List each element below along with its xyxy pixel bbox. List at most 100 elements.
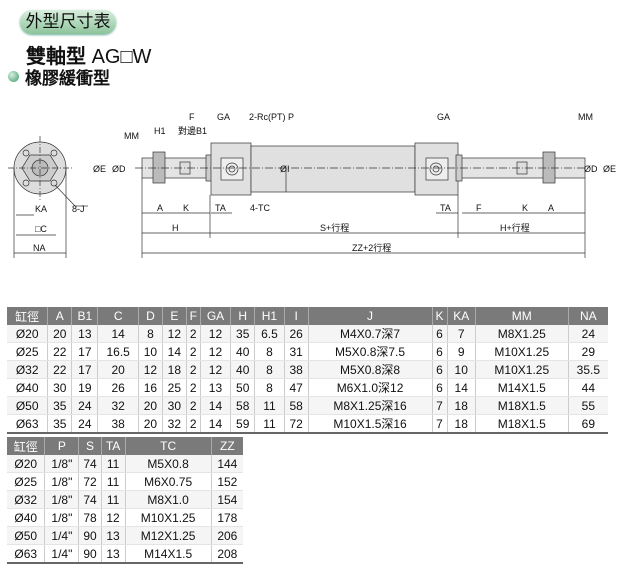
table-cell: 59: [230, 414, 255, 434]
table-cell: 20: [137, 414, 163, 434]
table-cell: Ø63: [7, 544, 45, 564]
label-e: ØE: [93, 164, 106, 174]
table-cell: 26: [97, 378, 139, 397]
table-cell: 19: [71, 378, 98, 397]
table-cell: 90: [78, 526, 102, 545]
table-cell: Ø50: [7, 526, 45, 545]
table-cell: M4X0.7深7: [307, 325, 433, 343]
table-cell: 74: [78, 490, 102, 509]
label-a-right: A: [548, 203, 554, 213]
table-cell: 7: [431, 414, 448, 434]
column-header: 缸徑: [7, 437, 45, 455]
section-badge: 外型尺寸表: [20, 10, 116, 34]
column-header: P: [44, 437, 79, 455]
column-header: E: [161, 307, 187, 325]
table-cell: 35.5: [567, 360, 608, 379]
dimension-labels: MM H1 對邊B1 F GA 2-Rc(PT) P GA MM ØI ØD Ø…: [33, 112, 616, 253]
column-header: TA: [100, 437, 126, 455]
table-cell: 72: [283, 414, 309, 434]
table-cell: 50: [230, 378, 255, 397]
table-cell: M10X1.25: [474, 360, 569, 379]
table-cell: 22: [47, 360, 72, 379]
table-cell: Ø40: [7, 508, 45, 527]
table-cell: 12: [100, 508, 126, 527]
column-header: ZZ: [210, 437, 243, 455]
table-cell: 35: [47, 414, 72, 434]
bullet-icon: [8, 71, 19, 82]
table-cell: 2: [185, 378, 201, 397]
label-i: ØI: [280, 164, 290, 174]
table-cell: 29: [567, 342, 608, 361]
table-cell: 35: [47, 396, 72, 415]
table-cell: 6: [431, 342, 448, 361]
cylinder-drawing: MM H1 對邊B1 F GA 2-Rc(PT) P GA MM ØI ØD Ø…: [8, 112, 616, 258]
table-cell: 20: [137, 396, 163, 415]
label-tc: 4-TC: [250, 203, 271, 213]
table-cell: 12: [161, 325, 187, 343]
table-cell: 206: [210, 526, 243, 545]
table-cell: 31: [283, 342, 309, 361]
table-cell: Ø32: [7, 360, 48, 379]
label-ta-right: TA: [440, 203, 451, 213]
table-cell: 2: [185, 342, 201, 361]
table-cell: Ø20: [7, 455, 45, 473]
table-cell: 18: [446, 414, 476, 434]
table-cell: Ø25: [7, 342, 48, 361]
table-cell: 24: [71, 414, 98, 434]
table-cell: 47: [283, 378, 309, 397]
table-cell: 8: [254, 378, 285, 397]
table-cell: Ø20: [7, 325, 48, 343]
table-cell: 35: [230, 325, 255, 343]
column-header: TC: [124, 437, 212, 455]
label-s: S+行程: [320, 222, 349, 233]
label-na: NA: [33, 243, 46, 253]
table-cell: M18X1.5: [474, 414, 569, 434]
label-h-stroke: H+行程: [500, 222, 530, 233]
label-a: A: [157, 203, 163, 213]
table-cell: 11: [100, 490, 126, 509]
label-j: 8-J: [72, 204, 85, 214]
table-cell: 55: [567, 396, 608, 415]
table-cell: 11: [254, 414, 285, 434]
table-cell: 12: [199, 360, 231, 379]
table-cell: 26: [283, 325, 309, 343]
column-header: GA: [199, 307, 231, 325]
table-cell: 8: [254, 360, 285, 379]
label-b1: 對邊B1: [178, 125, 207, 136]
table-cell: 17: [71, 360, 98, 379]
table-cell: Ø32: [7, 490, 45, 509]
title-cn: 雙軸型: [26, 46, 86, 68]
column-header: NA: [567, 307, 608, 325]
table-cell: 1/8": [44, 472, 79, 491]
table-cell: 20: [47, 325, 72, 343]
column-header: K: [431, 307, 448, 325]
table-cell: 13: [100, 526, 126, 545]
table-cell: 16: [137, 378, 163, 397]
column-header: 缸徑: [7, 307, 48, 325]
label-d: ØD: [112, 164, 126, 174]
table-cell: 1/8": [44, 490, 79, 509]
table-cell: 208: [210, 544, 243, 564]
table-cell: 6.5: [254, 325, 285, 343]
table-cell: 10: [137, 342, 163, 361]
table-cell: 22: [47, 342, 72, 361]
label-mm-right: MM: [578, 112, 593, 122]
label-p: 2-Rc(PT) P: [249, 112, 294, 122]
table-cell: 32: [161, 414, 187, 434]
table-cell: 40: [230, 342, 255, 361]
table-cell: 154: [210, 490, 243, 509]
table-cell: 18: [161, 360, 187, 379]
table-cell: 10: [446, 360, 476, 379]
table-cell: 1/4": [44, 544, 79, 564]
label-ga-right: GA: [437, 112, 450, 122]
column-header: C: [97, 307, 139, 325]
table-cell: 13: [199, 378, 231, 397]
